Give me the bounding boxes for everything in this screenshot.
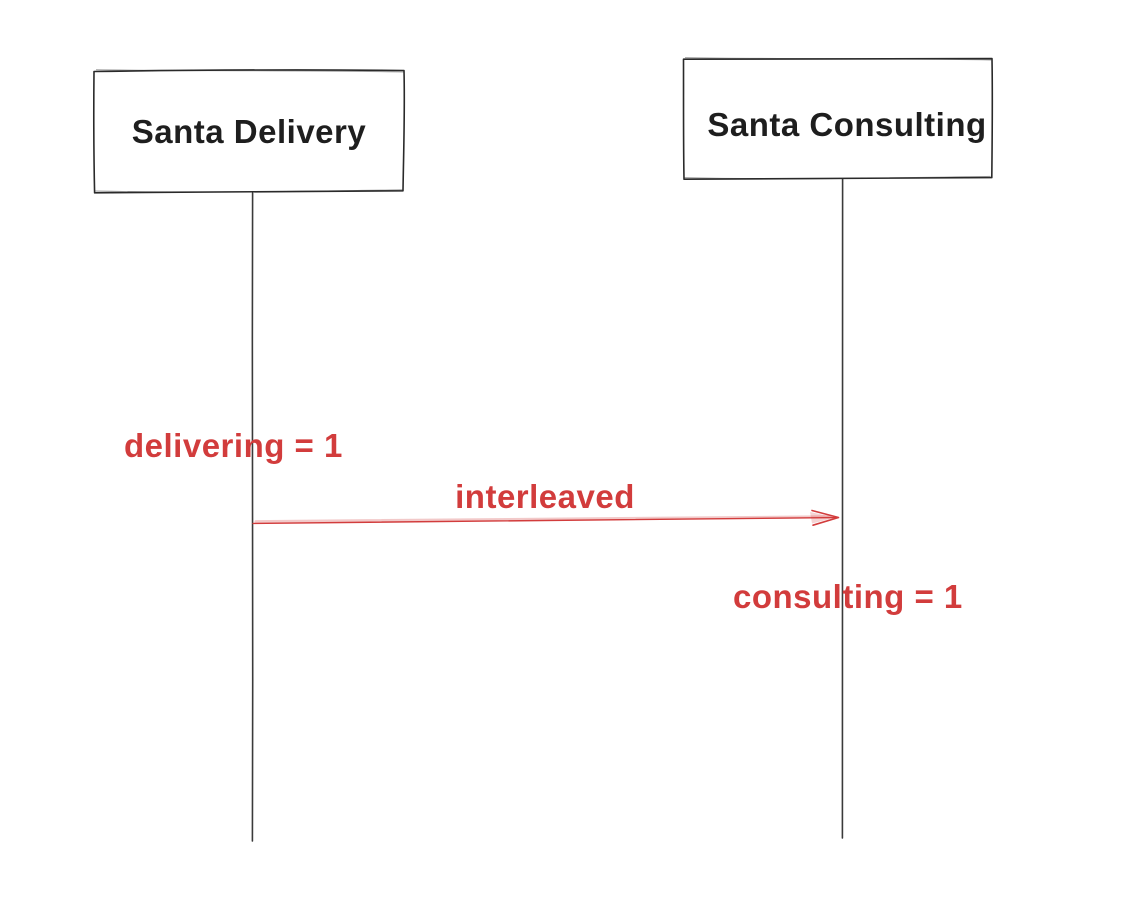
actor-box-sketch-stroke bbox=[684, 57, 992, 180]
state-label-delivering: delivering = 1 bbox=[124, 427, 343, 464]
actor-label-santa-delivery: Santa Delivery bbox=[132, 113, 367, 150]
state-label-consulting: consulting = 1 bbox=[733, 578, 963, 615]
message-label: interleaved bbox=[455, 478, 635, 515]
message-arrow-ghost-stroke bbox=[254, 515, 832, 524]
actor-box-sketch-stroke bbox=[95, 69, 404, 193]
actor-box-outline bbox=[682, 57, 994, 180]
message-arrow: interleaved bbox=[252, 478, 840, 526]
actor-box-santa-delivery: Santa Delivery bbox=[92, 69, 406, 194]
actor-box-outline bbox=[92, 69, 406, 194]
message-arrowhead bbox=[811, 509, 840, 526]
actor-label-santa-consulting: Santa Consulting bbox=[707, 106, 986, 143]
actor-box-santa-consulting: Santa Consulting bbox=[682, 57, 994, 180]
message-arrowhead-fill bbox=[810, 512, 836, 524]
message-arrow-line bbox=[252, 516, 839, 525]
